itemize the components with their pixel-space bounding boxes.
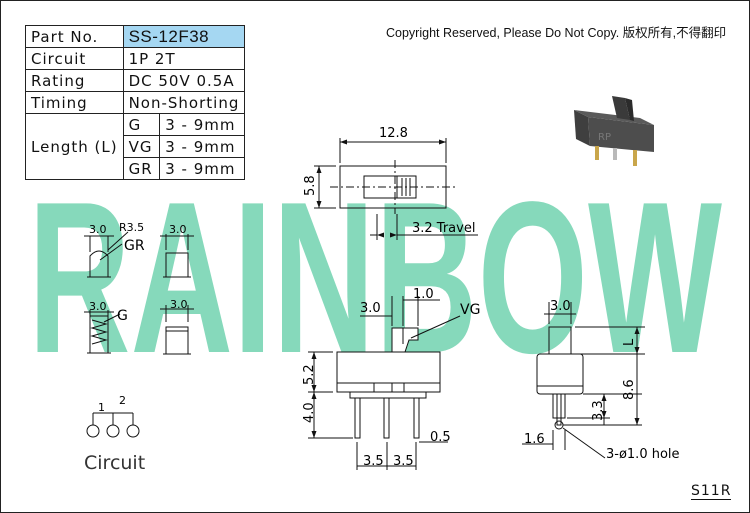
length-range: 3 - 9mm	[159, 157, 246, 180]
overall-height-dim: 8.6	[622, 379, 637, 400]
part-no-value: SS-12F38	[122, 25, 246, 48]
body-height-dim: 5.2	[302, 364, 317, 385]
gr-label: GR	[124, 238, 145, 254]
timing-label: Timing	[25, 91, 124, 114]
spec-row-length-gr: GR 3 - 9mm	[26, 157, 246, 180]
lead-offset-dim: 3.3	[591, 400, 606, 421]
gr-radius: R3.5	[119, 221, 144, 234]
length-label: Length (L)	[25, 113, 124, 180]
copyright-notice: Copyright Reserved, Please Do Not Copy. …	[386, 26, 727, 40]
g-dim-c: 3.0	[89, 300, 107, 313]
pin-width-dim: 0.5	[430, 430, 451, 445]
spec-row-circuit: Circuit 1P 2T	[25, 47, 246, 70]
circuit-pin-2: 2	[119, 394, 126, 407]
circuit-pin-1: 1	[98, 401, 105, 414]
hole-spec: 3-ø1.0 hole	[606, 447, 680, 462]
g-dim-d: 3.0	[170, 298, 188, 311]
travel-dim: 3.2 Travel	[412, 221, 475, 236]
top-height-dim: 5.8	[303, 175, 318, 196]
circuit-diagram	[86, 412, 140, 438]
side-view	[522, 302, 645, 459]
top-view	[314, 138, 478, 240]
vg-label: VG	[460, 302, 480, 318]
length-type: VG	[122, 135, 161, 158]
pitch-left-dim: 3.5	[363, 454, 384, 469]
circuit-value: 1P 2T	[122, 47, 246, 70]
spec-table: Part No. SS-12F38 Circuit 1P 2T Rating D…	[25, 25, 246, 180]
front-gap-dim: 1.0	[413, 287, 434, 302]
gr-dim-b: 3.0	[169, 223, 187, 236]
photo-logo: RP	[598, 132, 611, 143]
drawing-code: S11R	[691, 483, 732, 500]
pin-length-dim: 4.0	[302, 402, 317, 423]
top-width-dim: 12.8	[379, 126, 408, 141]
length-symbol: L	[622, 338, 637, 346]
spec-row-part-no: Part No. SS-12F38	[25, 25, 246, 48]
rating-value: DC 50V 0.5A	[122, 69, 246, 92]
circuit-label: Circuit	[84, 452, 145, 474]
switch-3d-photo: RP	[574, 96, 654, 166]
pitch-right-dim: 3.5	[393, 454, 414, 469]
timing-value: Non-Shorting	[122, 91, 246, 114]
lead-dist-dim: 1.6	[524, 432, 545, 447]
spec-row-rating: Rating DC 50V 0.5A	[25, 69, 246, 92]
gr-dim-a: 3.0	[89, 223, 107, 236]
handle-details	[84, 231, 194, 355]
side-handle-dim: 3.0	[550, 299, 571, 314]
front-handle-dim: 3.0	[360, 301, 381, 316]
spec-row-timing: Timing Non-Shorting	[25, 91, 246, 114]
front-view	[308, 296, 461, 470]
rating-label: Rating	[25, 69, 124, 92]
g-label: G	[117, 308, 128, 324]
